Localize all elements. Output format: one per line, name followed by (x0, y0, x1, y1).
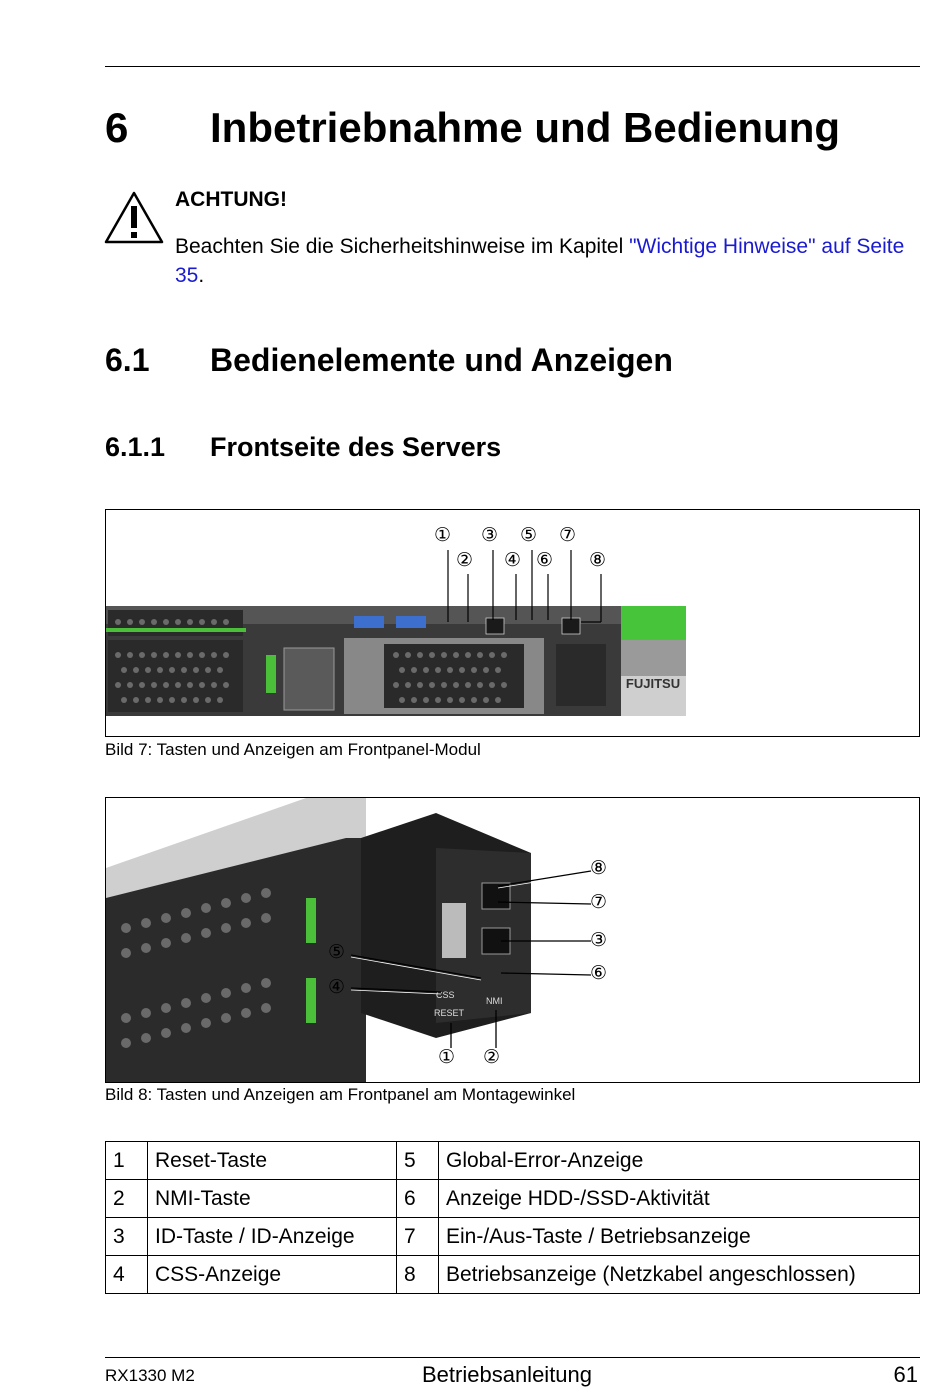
reset-label: RESET (434, 1008, 465, 1018)
table-row: 2 NMI-Taste 6 Anzeige HDD-/SSD-Aktivität (105, 1179, 920, 1218)
callout-8: ⑧ (590, 857, 608, 879)
warning-text-before: Beachten Sie die Sicherheitshinweise im … (175, 235, 630, 258)
page-number: 61 (893, 1362, 918, 1387)
footer-rule (105, 1357, 920, 1358)
callout-1: ① (438, 1046, 456, 1068)
warning-title: ACHTUNG! (175, 188, 287, 211)
callout-4: ④ (328, 976, 346, 998)
callout-6: ⑥ (590, 962, 608, 984)
callout-5: ⑤ (328, 941, 346, 963)
callout-2: ② (483, 1046, 501, 1068)
warning-text: Beachten Sie die Sicherheitshinweise im … (175, 232, 920, 290)
warning-triangle-icon (104, 191, 164, 244)
callout-7: ⑦ (590, 891, 608, 913)
subsection-title: Frontseite des Servers (210, 432, 502, 462)
callout-3: ③ (590, 929, 608, 951)
callout-4: ④ (504, 549, 522, 571)
nmi-label: NMI (486, 996, 503, 1006)
figure-2-bracket-panel: CSS RESET NMI ⑧ ⑦ ③ ⑥ ⑤ ④ ① ② (105, 797, 920, 1083)
css-label: CSS (436, 990, 455, 1000)
legend-label: Betriebsanzeige (Netzkabel angeschlossen… (438, 1255, 920, 1294)
legend-number: 6 (396, 1179, 439, 1218)
callout-2: ② (456, 549, 474, 571)
bracket-panel-illustration: CSS RESET NMI (106, 798, 592, 1082)
subsection-number: 6.1.1 (105, 432, 166, 462)
callout-8: ⑧ (589, 549, 607, 571)
chapter-number: 6 (105, 104, 129, 151)
warning-text-after: . (198, 264, 205, 287)
brand-logo: FUJITSU (626, 676, 680, 691)
legend-number: 2 (105, 1179, 148, 1218)
footer-model: RX1330 M2 (105, 1366, 195, 1385)
figure-1-frontpanel-module: FUJITSU ① ② ③ ④ ⑤ ⑥ ⑦ ⑧ (105, 509, 920, 737)
legend-label: CSS-Anzeige (147, 1255, 397, 1294)
legend-number: 4 (105, 1255, 148, 1294)
section-title: Bedienelemente und Anzeigen (210, 342, 673, 378)
warning-link[interactable]: "Wichtige Hinweise" auf Seite 35 (175, 235, 905, 287)
legend-label: Reset-Taste (147, 1141, 397, 1180)
callout-1: ① (434, 524, 452, 546)
footer-doc-title: Betriebsanleitung (422, 1362, 593, 1387)
legend-number: 3 (105, 1217, 148, 1256)
callout-3: ③ (481, 524, 499, 546)
section-number: 6.1 (105, 342, 150, 378)
table-row: 1 Reset-Taste 5 Global-Error-Anzeige (105, 1141, 920, 1180)
server-front-illustration: FUJITSU (106, 550, 686, 716)
legend-label: Ein-/Aus-Taste / Betriebsanzeige (438, 1217, 920, 1256)
legend-label: Anzeige HDD-/SSD-Aktivität (438, 1179, 920, 1218)
legend-label: ID-Taste / ID-Anzeige (147, 1217, 397, 1256)
legend-number: 1 (105, 1141, 148, 1180)
table-row: 4 CSS-Anzeige 8 Betriebsanzeige (Netzkab… (105, 1255, 920, 1294)
legend-number: 7 (396, 1217, 439, 1256)
legend-number: 8 (396, 1255, 439, 1294)
legend-label: Global-Error-Anzeige (438, 1141, 920, 1180)
legend-number: 5 (396, 1141, 439, 1180)
top-rule (105, 66, 920, 67)
table-row: 3 ID-Taste / ID-Anzeige 7 Ein-/Aus-Taste… (105, 1217, 920, 1256)
callout-6: ⑥ (536, 549, 554, 571)
legend-table: 1 Reset-Taste 5 Global-Error-Anzeige 2 N… (105, 1141, 920, 1294)
legend-label: NMI-Taste (147, 1179, 397, 1218)
figure-2-caption: Bild 8: Tasten und Anzeigen am Frontpane… (105, 1085, 576, 1104)
callout-7: ⑦ (559, 524, 577, 546)
figure-1-caption: Bild 7: Tasten und Anzeigen am Frontpane… (105, 740, 481, 759)
callout-5: ⑤ (520, 524, 538, 546)
chapter-title: Inbetriebnahme und Bedienung (210, 104, 841, 151)
